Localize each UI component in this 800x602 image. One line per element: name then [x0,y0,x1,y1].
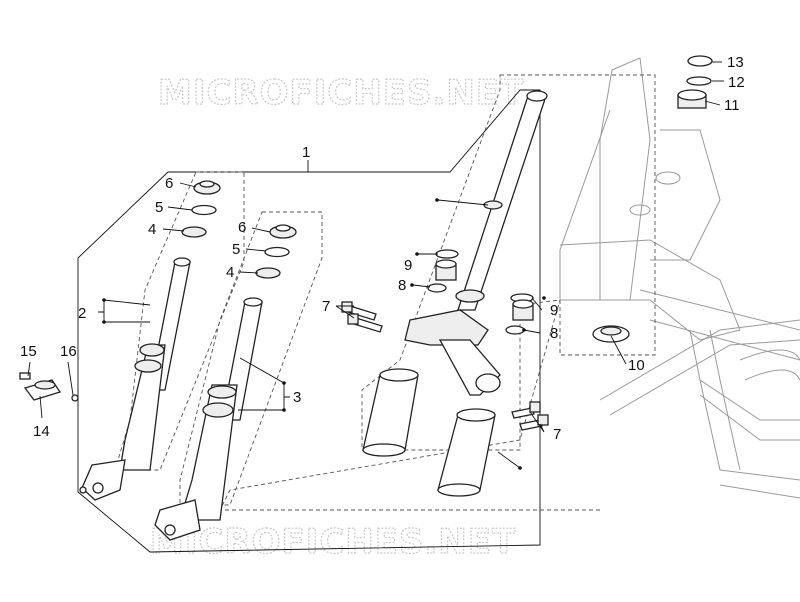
dashed-frame-left-leg [114,171,245,471]
cylinder-cover-right [437,408,496,497]
callout-13: 13 [727,54,744,71]
right-fork-leg [154,297,263,541]
leader-lines [27,61,724,469]
callout-7-upper: 7 [322,298,330,315]
bolts-lower [511,401,549,431]
callout-4-left: 4 [148,221,156,238]
assembly-outline [77,89,541,553]
cylinder-cover-left [362,368,419,457]
callout-1: 1 [302,144,310,161]
right-bearing-stack [505,293,534,335]
callout-2: 2 [78,305,86,322]
callout-12: 12 [728,74,745,91]
leader-dots [102,198,546,470]
callout-5-left: 5 [155,199,163,216]
left-fork-leg [79,257,191,501]
right-seal-stack [255,224,297,279]
head-parts [592,55,713,343]
watermark-bottom: MICROFICHES.NET [150,522,516,562]
callout-15: 15 [20,343,37,360]
callout-9-right: 9 [550,302,558,319]
bolts-upper [341,301,383,333]
left-bearing-stack [427,249,459,293]
callout-8-left: 8 [398,277,406,294]
steering-stem [404,90,548,396]
callout-9-left: 9 [404,257,412,274]
callout-labels: 1 2 3 4 4 5 5 6 6 7 7 8 8 9 9 10 11 12 1… [20,54,745,443]
callout-6-left: 6 [165,175,173,192]
callout-11: 11 [724,97,740,114]
callout-16: 16 [60,343,77,360]
watermark-top: MICROFICHES.NET [158,73,524,113]
callout-14: 14 [33,423,50,440]
callout-3: 3 [293,389,301,406]
callout-10: 10 [628,357,645,374]
callout-8-right: 8 [550,325,558,342]
callout-7-lower: 7 [553,426,561,443]
callout-4-right: 4 [226,264,234,281]
scooter-frame [559,57,800,499]
left-seal-stack [181,180,221,238]
dashed-frame-steering [361,74,656,451]
callout-6-right: 6 [238,219,246,236]
callout-5-right: 5 [232,241,240,258]
small-clamp-parts [19,372,79,402]
dashed-frame-right-stem [219,299,600,511]
